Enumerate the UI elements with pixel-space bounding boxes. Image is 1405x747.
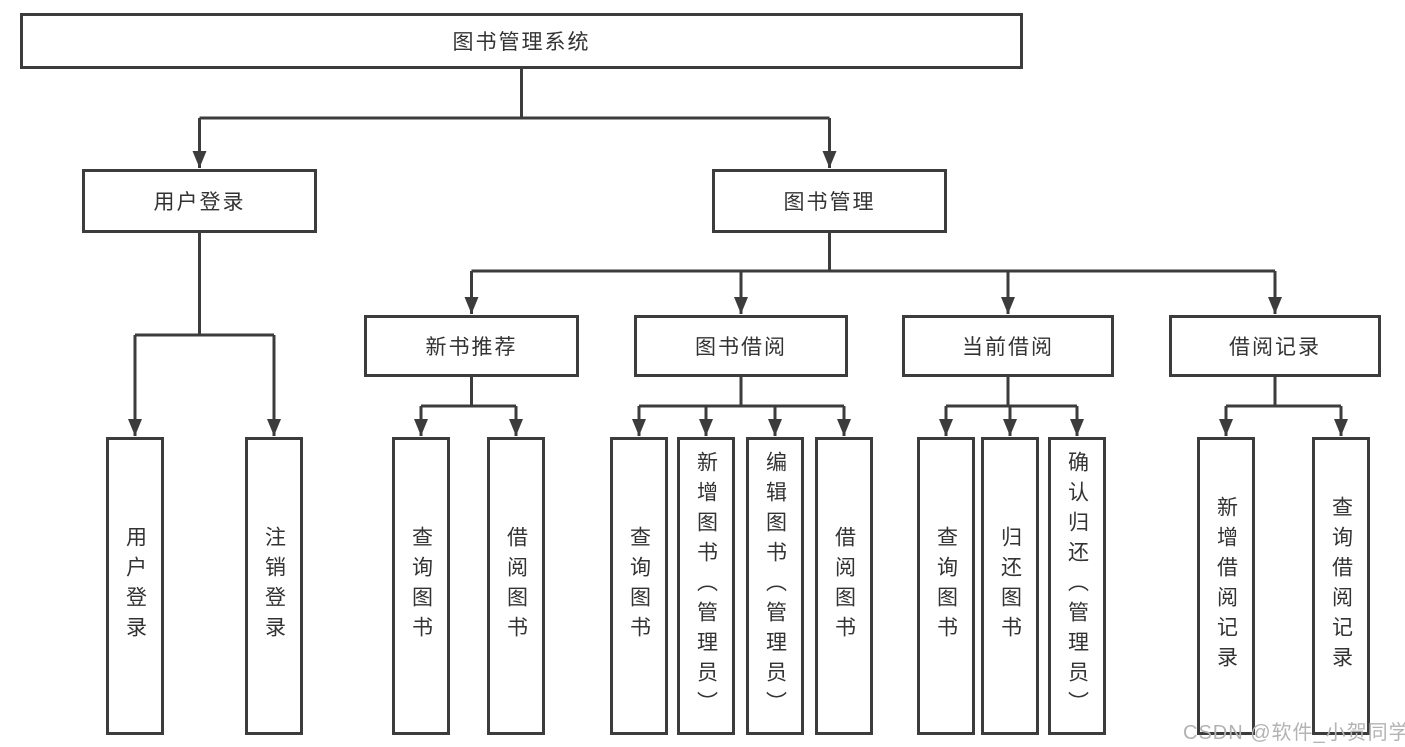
leaf-borrowing-add-books-admin-label: 新增图书（管理员） (694, 451, 718, 721)
leaf-logout-label: 注销登录 (262, 526, 286, 646)
node-book-management-label: 图书管理 (783, 191, 876, 214)
node-borrow-records-label: 借阅记录 (1229, 336, 1321, 359)
edge-user-login-trunk (135, 233, 274, 337)
node-library-system: 图书管理系统 (20, 13, 1023, 69)
edge-root-trunk (199, 69, 830, 120)
leaf-records-query-record: 查询借阅记录 (1312, 437, 1370, 735)
node-current-borrowing: 当前借阅 (902, 315, 1114, 377)
edge-borrowing-trunk (639, 377, 844, 408)
leaf-logout: 注销登录 (245, 437, 303, 735)
leaf-user-login-label: 用户登录 (123, 526, 147, 646)
leaf-borrowing-borrow-books-label: 借阅图书 (832, 526, 856, 646)
edge-book-mgmt-trunk (471, 233, 1275, 273)
leaf-current-confirm-return-admin-label: 确认归还（管理员） (1065, 451, 1089, 721)
leaf-borrowing-edit-books-admin-label: 编辑图书（管理员） (763, 451, 787, 721)
node-library-system-label: 图书管理系统 (452, 31, 591, 54)
leaf-current-query-books-label: 查询图书 (934, 526, 958, 646)
leaf-current-confirm-return-admin: 确认归还（管理员） (1048, 437, 1106, 735)
csdn-watermark: CSDN @软件_小贺同学 (1183, 722, 1405, 744)
node-borrow-records: 借阅记录 (1169, 315, 1381, 377)
leaf-records-query-record-label: 查询借阅记录 (1329, 496, 1353, 676)
leaf-newbooks-query-books: 查询图书 (392, 437, 450, 735)
node-new-book-recommendation-label: 新书推荐 (425, 336, 518, 359)
leaf-borrowing-query-books-label: 查询图书 (627, 526, 651, 646)
leaf-records-add-record: 新增借阅记录 (1197, 437, 1255, 735)
edge-new-books-trunk (421, 377, 516, 408)
node-current-borrowing-label: 当前借阅 (962, 336, 1054, 359)
leaf-user-login: 用户登录 (106, 437, 164, 735)
node-new-book-recommendation: 新书推荐 (364, 315, 579, 377)
node-book-management: 图书管理 (712, 169, 947, 233)
leaf-newbooks-borrow-books-label: 借阅图书 (504, 526, 528, 646)
leaf-current-return-books-label: 归还图书 (998, 526, 1022, 646)
leaf-borrowing-edit-books-admin: 编辑图书（管理员） (746, 437, 804, 735)
edge-records-trunk (1226, 377, 1341, 408)
node-user-login-label: 用户登录 (153, 191, 246, 214)
node-book-borrowing: 图书借阅 (634, 315, 848, 377)
leaf-borrowing-add-books-admin: 新增图书（管理员） (677, 437, 735, 735)
node-book-borrowing-label: 图书借阅 (695, 336, 787, 359)
leaf-current-return-books: 归还图书 (981, 437, 1039, 735)
leaf-borrowing-query-books: 查询图书 (610, 437, 668, 735)
leaf-current-query-books: 查询图书 (917, 437, 975, 735)
node-user-login: 用户登录 (82, 169, 317, 233)
leaf-borrowing-borrow-books: 借阅图书 (815, 437, 873, 735)
edge-current-trunk (946, 377, 1077, 408)
leaf-newbooks-query-books-label: 查询图书 (409, 526, 433, 646)
leaf-records-add-record-label: 新增借阅记录 (1214, 496, 1238, 676)
leaf-newbooks-borrow-books: 借阅图书 (487, 437, 545, 735)
